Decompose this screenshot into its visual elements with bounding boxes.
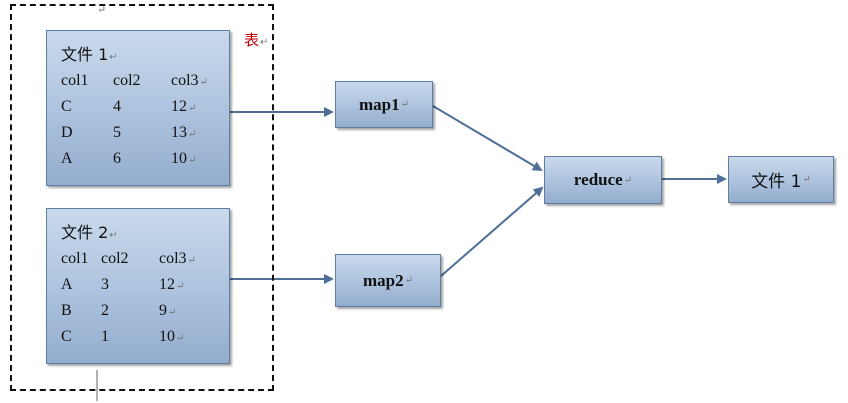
edge-map1-to-reduce xyxy=(432,105,543,172)
table-cell: 10↵ xyxy=(171,150,197,167)
table-header-row: col1 col2 col3↵ xyxy=(61,249,231,271)
table-row: A 6 10↵ xyxy=(61,149,231,171)
table-header-cell: col2 xyxy=(113,72,141,89)
table-cell: 5 xyxy=(113,124,121,141)
file1-box: 文件 1↵ col1 col2 col3↵ C 4 12↵ D 5 13↵ A … xyxy=(46,30,230,186)
table-group-frame xyxy=(10,4,274,391)
map1-label: map1 xyxy=(358,94,400,114)
table-cell: 12↵ xyxy=(159,276,185,293)
paragraph-mark-top: ↵ xyxy=(97,4,107,16)
table-header-cell: col1 xyxy=(61,250,89,267)
table-cell: A xyxy=(61,276,73,293)
table-header-cell: col1 xyxy=(61,72,89,89)
table-cell: 12↵ xyxy=(171,98,197,115)
table-cell: 10↵ xyxy=(159,328,185,345)
map2-node: map2↵ xyxy=(335,254,441,307)
table-group-label: 表↵ xyxy=(244,31,269,49)
output-file-label: 文件 1 xyxy=(751,172,802,192)
table-cell: 1 xyxy=(101,328,109,345)
table-header-cell: col3↵ xyxy=(171,72,208,89)
table-cell: D xyxy=(61,124,73,141)
output-file-node: 文件 1↵ xyxy=(728,156,834,203)
table-cell: 6 xyxy=(113,150,121,167)
table-cell: C xyxy=(61,328,72,345)
table-cell: C xyxy=(61,98,72,115)
table-cell: 3 xyxy=(101,276,109,293)
file1-table: col1 col2 col3↵ C 4 12↵ D 5 13↵ A 6 10↵ xyxy=(61,71,219,171)
table-row: C 4 12↵ xyxy=(61,97,231,119)
reduce-node: reduce↵ xyxy=(544,156,662,204)
edge-map2-to-reduce xyxy=(440,186,544,277)
table-row: C 1 10↵ xyxy=(61,327,231,349)
table-cell: 4 xyxy=(113,98,121,115)
table-header-cell: col3↵ xyxy=(159,250,196,267)
file2-box: 文件 2↵ col1 col2 col3↵ A 3 12↵ B 2 9↵ C 1… xyxy=(46,208,230,364)
file2-table: col1 col2 col3↵ A 3 12↵ B 2 9↵ C 1 10↵ xyxy=(61,249,219,349)
table-cell: 9↵ xyxy=(159,302,177,319)
map2-label: map2 xyxy=(362,270,404,290)
table-header-cell: col2 xyxy=(101,250,129,267)
table-cell: B xyxy=(61,302,72,319)
table-row: B 2 9↵ xyxy=(61,301,231,323)
reduce-label: reduce xyxy=(573,170,623,189)
map1-node: map1↵ xyxy=(335,81,433,128)
table-header-row: col1 col2 col3↵ xyxy=(61,71,231,93)
table-cell: A xyxy=(61,150,73,167)
table-cell: 13↵ xyxy=(171,124,197,141)
table-row: D 5 13↵ xyxy=(61,123,231,145)
table-row: A 3 12↵ xyxy=(61,275,231,297)
table-cell: 2 xyxy=(101,302,109,319)
file1-title: 文件 1↵ xyxy=(61,45,118,64)
file2-title: 文件 2↵ xyxy=(61,223,118,242)
